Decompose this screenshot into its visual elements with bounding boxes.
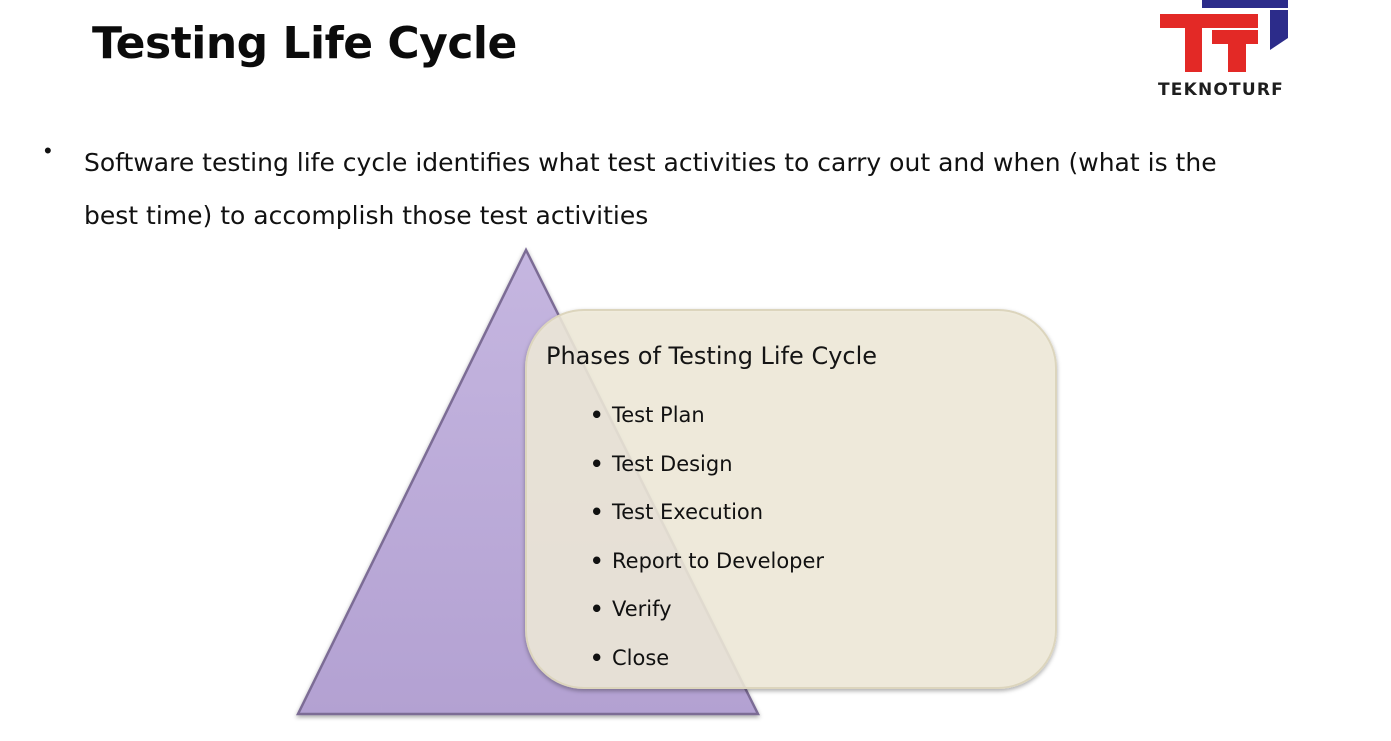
phase-item: •Test Execution — [590, 500, 764, 524]
teknoturf-logo-mark — [1160, 0, 1288, 72]
phase-list: •Test Plan •Test Design •Test Execution … — [590, 395, 824, 686]
phases-box-title: Phases of Testing Life Cycle — [546, 342, 878, 370]
phase-item: •Verify — [590, 597, 672, 621]
intro-bullet-text: Software testing life cycle identifies w… — [84, 148, 1217, 230]
phase-item: •Test Plan — [590, 403, 705, 427]
bullet-dot: • — [44, 138, 52, 163]
teknoturf-logo — [1150, 0, 1300, 100]
phase-item: •Close — [590, 645, 670, 670]
phase-item: •Test Design — [590, 451, 733, 476]
phases-box — [525, 309, 1057, 689]
logo-wordmark: TEKNOTURF — [1158, 80, 1284, 100]
slide-title: Testing Life Cycle — [92, 18, 517, 69]
phase-item: •Report to Developer — [590, 548, 825, 573]
